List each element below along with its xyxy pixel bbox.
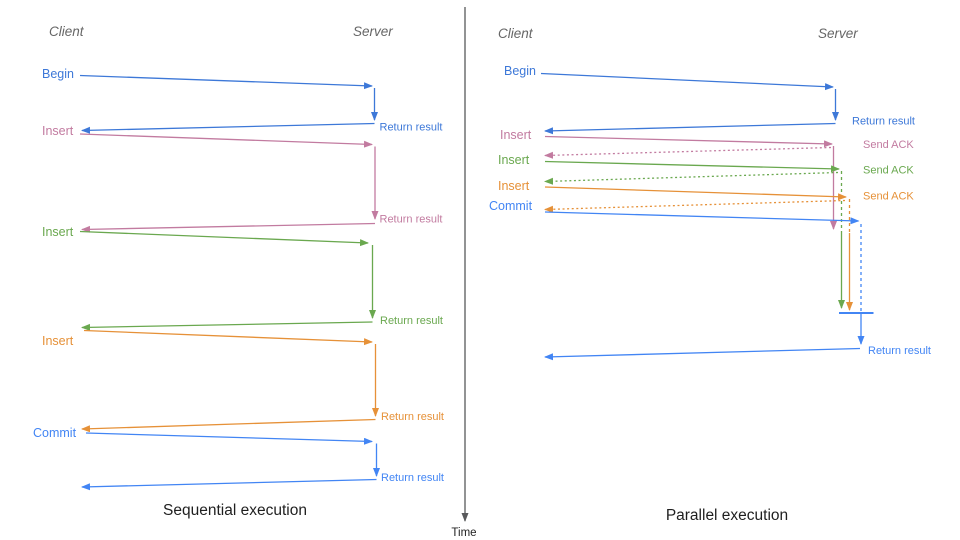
seq-server-header: Server: [353, 24, 393, 39]
par-insert2-ack-arrow: [544, 171, 839, 185]
seq-insert2-label: Insert: [42, 225, 74, 239]
par-begin-return-arrow: [544, 122, 836, 135]
par-commit-label: Commit: [489, 199, 533, 213]
par-client-header: Client: [498, 26, 534, 41]
seq-insert3-request-arrow: [83, 329, 373, 346]
seq-op-insert-2: Insert Return result: [42, 225, 443, 331]
sequential-panel: Client Server Begin Return result Insert…: [33, 24, 444, 519]
seq-insert3-return-arrow: [81, 418, 376, 433]
parallel-title: Parallel execution: [666, 507, 788, 524]
time-axis-label: Time: [451, 527, 476, 539]
par-insert3-label: Insert: [498, 179, 530, 193]
seq-insert3-return-label: Return result: [381, 411, 444, 423]
seq-op-insert-1: Insert Return result: [42, 124, 443, 233]
par-server-header: Server: [818, 26, 858, 41]
par-final-return-arrow: [544, 347, 861, 361]
par-insert3-request-arrow: [544, 186, 847, 201]
par-insert3-ack-arrow: [544, 199, 846, 213]
seq-commit-label: Commit: [33, 426, 77, 440]
seq-insert2-return-arrow: [81, 321, 373, 331]
par-commit-request-arrow: [544, 211, 860, 225]
par-insert3-ack-label: Send ACK: [863, 191, 914, 203]
seq-begin-label: Begin: [42, 67, 74, 81]
par-op-insert-3: Insert Send ACK: [498, 179, 914, 311]
seq-insert1-label: Insert: [42, 124, 74, 138]
sequential-title: Sequential execution: [163, 502, 307, 519]
par-op-commit: Commit Return result: [489, 199, 931, 361]
seq-commit-return-label: Return result: [381, 472, 444, 484]
seq-op-insert-3: Insert Return result: [42, 329, 444, 433]
seq-commit-return-arrow: [81, 478, 377, 491]
par-insert1-ack-label: Send ACK: [863, 139, 914, 151]
par-begin-label: Begin: [504, 64, 536, 78]
par-op-begin: Begin Return result: [504, 64, 915, 135]
par-insert1-ack-arrow: [544, 146, 832, 159]
par-insert2-ack-label: Send ACK: [863, 165, 914, 177]
time-axis: Time: [451, 7, 477, 539]
seq-insert2-request-arrow: [79, 230, 369, 247]
seq-insert1-return-label: Return result: [380, 214, 443, 226]
seq-begin-return-arrow: [81, 122, 375, 134]
par-final-return-label: Return result: [868, 345, 931, 357]
seq-op-commit: Commit Return result: [33, 426, 444, 491]
seq-commit-request-arrow: [85, 432, 373, 445]
par-insert1-request-arrow: [544, 135, 833, 148]
seq-insert3-label: Insert: [42, 334, 74, 348]
par-insert2-label: Insert: [498, 153, 530, 167]
par-insert2-request-arrow: [544, 160, 840, 173]
par-begin-return-label: Return result: [852, 116, 915, 128]
seq-op-begin: Begin Return result: [42, 67, 442, 134]
seq-begin-return-label: Return result: [380, 122, 443, 134]
seq-insert1-request-arrow: [79, 133, 373, 148]
par-op-insert-1: Insert Send ACK: [500, 128, 914, 230]
par-insert1-label: Insert: [500, 128, 532, 142]
seq-insert1-return-arrow: [81, 222, 376, 233]
par-begin-request-arrow: [540, 72, 834, 91]
parallel-panel: Client Server Begin Return result Insert…: [489, 26, 931, 524]
seq-insert2-return-label: Return result: [380, 315, 443, 327]
seq-client-header: Client: [49, 24, 85, 39]
seq-begin-request-arrow: [79, 74, 373, 90]
par-op-insert-2: Insert Send ACK: [498, 153, 914, 309]
